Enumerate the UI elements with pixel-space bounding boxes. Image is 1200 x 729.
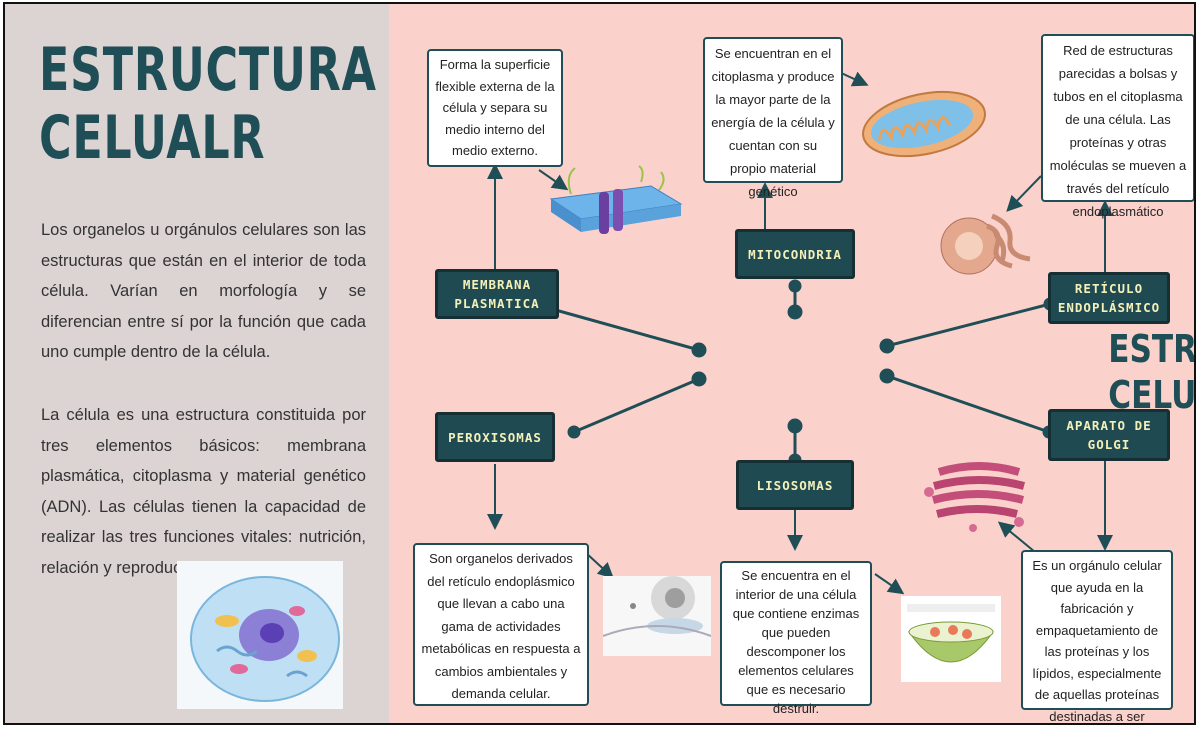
endoplasmic-reticulum-illustration [940, 213, 1031, 275]
node-peroxisomas: PEROXISOMAS [435, 412, 555, 462]
golgi-illustration [924, 462, 1026, 532]
center-title: ESTRUCTURA CELULAR [1108, 326, 1196, 418]
golgi-description: Es un orgánulo celular que ayuda en la f… [1021, 550, 1173, 723]
node-aparato-de-golgi: APARATO DE GOLGI [1048, 409, 1170, 461]
reticulo-description: Red de estructuras parecidas a bolsas y … [1041, 34, 1194, 219]
membrana-description: Forma la superficie flexible externa de … [427, 49, 563, 167]
lysosome-illustration [901, 596, 1001, 682]
lisosomas-description: Se encuentra en el interior de una célul… [720, 561, 872, 716]
node-mitocondria: MITOCONDRIA [735, 229, 855, 279]
title-line-2: CELUALR [39, 103, 266, 173]
cell-membrane-illustration [549, 165, 683, 234]
peroxisomas-description: Son organelos derivados del retículo end… [413, 543, 589, 706]
concept-map: ESTRUCTURA CELULAR MEMBRANA PLASMATICA M… [389, 4, 1194, 723]
title-line-1: ESTRUCTURA [39, 35, 377, 105]
node-membrana-plasmatica: MEMBRANA PLASMATICA [435, 269, 559, 319]
node-lisosomas: LISOSOMAS [736, 460, 854, 510]
intro-paragraph: Los organelos u orgánulos celulares son … [41, 221, 366, 361]
mitocondria-description: Se encuentran en el citoplasma y produce… [703, 37, 843, 199]
center-title-line-1: ESTRUCTURA [1108, 327, 1196, 371]
peroxisome-illustration [603, 576, 711, 656]
mitochondria-illustration [862, 90, 986, 158]
animal-cell-illustration [177, 561, 343, 709]
node-reticulo-endoplasmico: RETÍCULO ENDOPLÁSMICO [1048, 272, 1170, 324]
cell-paragraph: La célula es una estructura constituida … [41, 406, 366, 577]
